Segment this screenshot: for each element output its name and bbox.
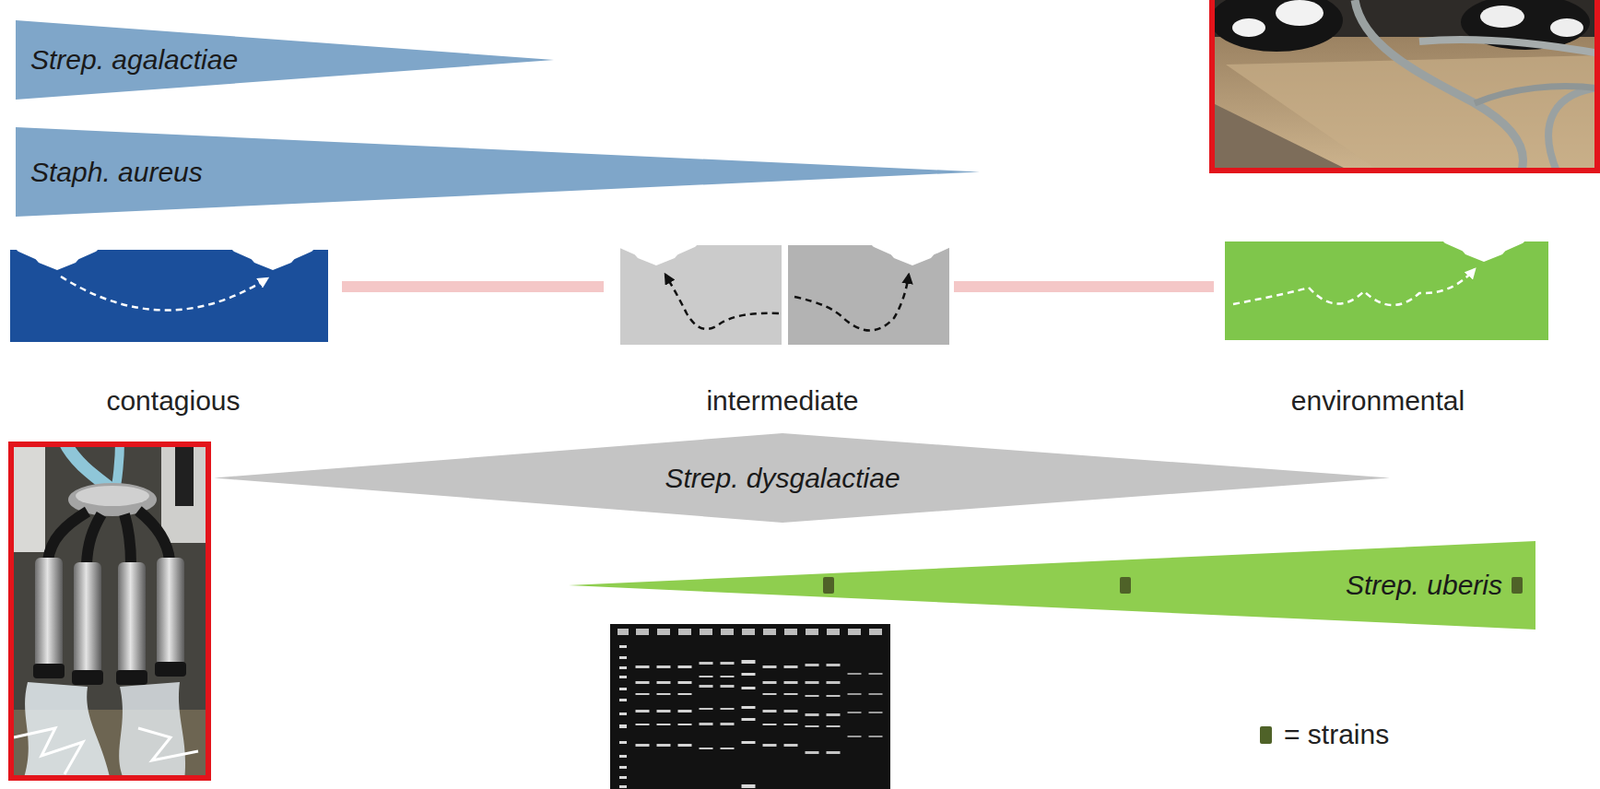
environmental-icon	[1224, 239, 1549, 341]
contagious-icon	[10, 247, 329, 342]
pathogen-name: Strep. dysgalactiae	[664, 461, 900, 495]
shape-fill	[568, 541, 1536, 630]
strain-marker	[823, 576, 835, 594]
category-label: environmental	[1291, 384, 1465, 418]
pathogen-name: Strep. agalactiae	[30, 43, 238, 77]
photo-frame	[11, 444, 209, 778]
intermediate-icon	[619, 243, 950, 345]
pathogen-wedge: Staph. aureus	[15, 127, 980, 217]
pathogen-wedge: Strep. uberis	[568, 541, 1536, 630]
pathogen-spindle: Strep. dysgalactiae	[213, 433, 1390, 523]
pathogen-name: Strep. uberis	[1345, 568, 1503, 602]
photo-frame	[1211, 0, 1598, 171]
stall-photo	[1209, 0, 1600, 174]
pathogen-wedge: Strep. agalactiae	[15, 20, 554, 100]
category-label: contagious	[105, 384, 240, 418]
category-label: intermediate	[705, 384, 859, 418]
shape-fill	[213, 433, 1390, 523]
gel-image	[610, 623, 891, 789]
link-bar	[953, 281, 1214, 293]
legend-text: = strains	[1283, 717, 1389, 752]
pathogen-name: Staph. aureus	[30, 155, 203, 189]
legend-swatch	[1259, 726, 1272, 744]
strain-marker	[1119, 576, 1131, 594]
strain-marker	[1511, 576, 1523, 594]
shape-fill	[15, 20, 554, 100]
link-bar	[341, 281, 604, 293]
shape-fill	[15, 127, 980, 217]
milking-photo	[8, 441, 212, 781]
